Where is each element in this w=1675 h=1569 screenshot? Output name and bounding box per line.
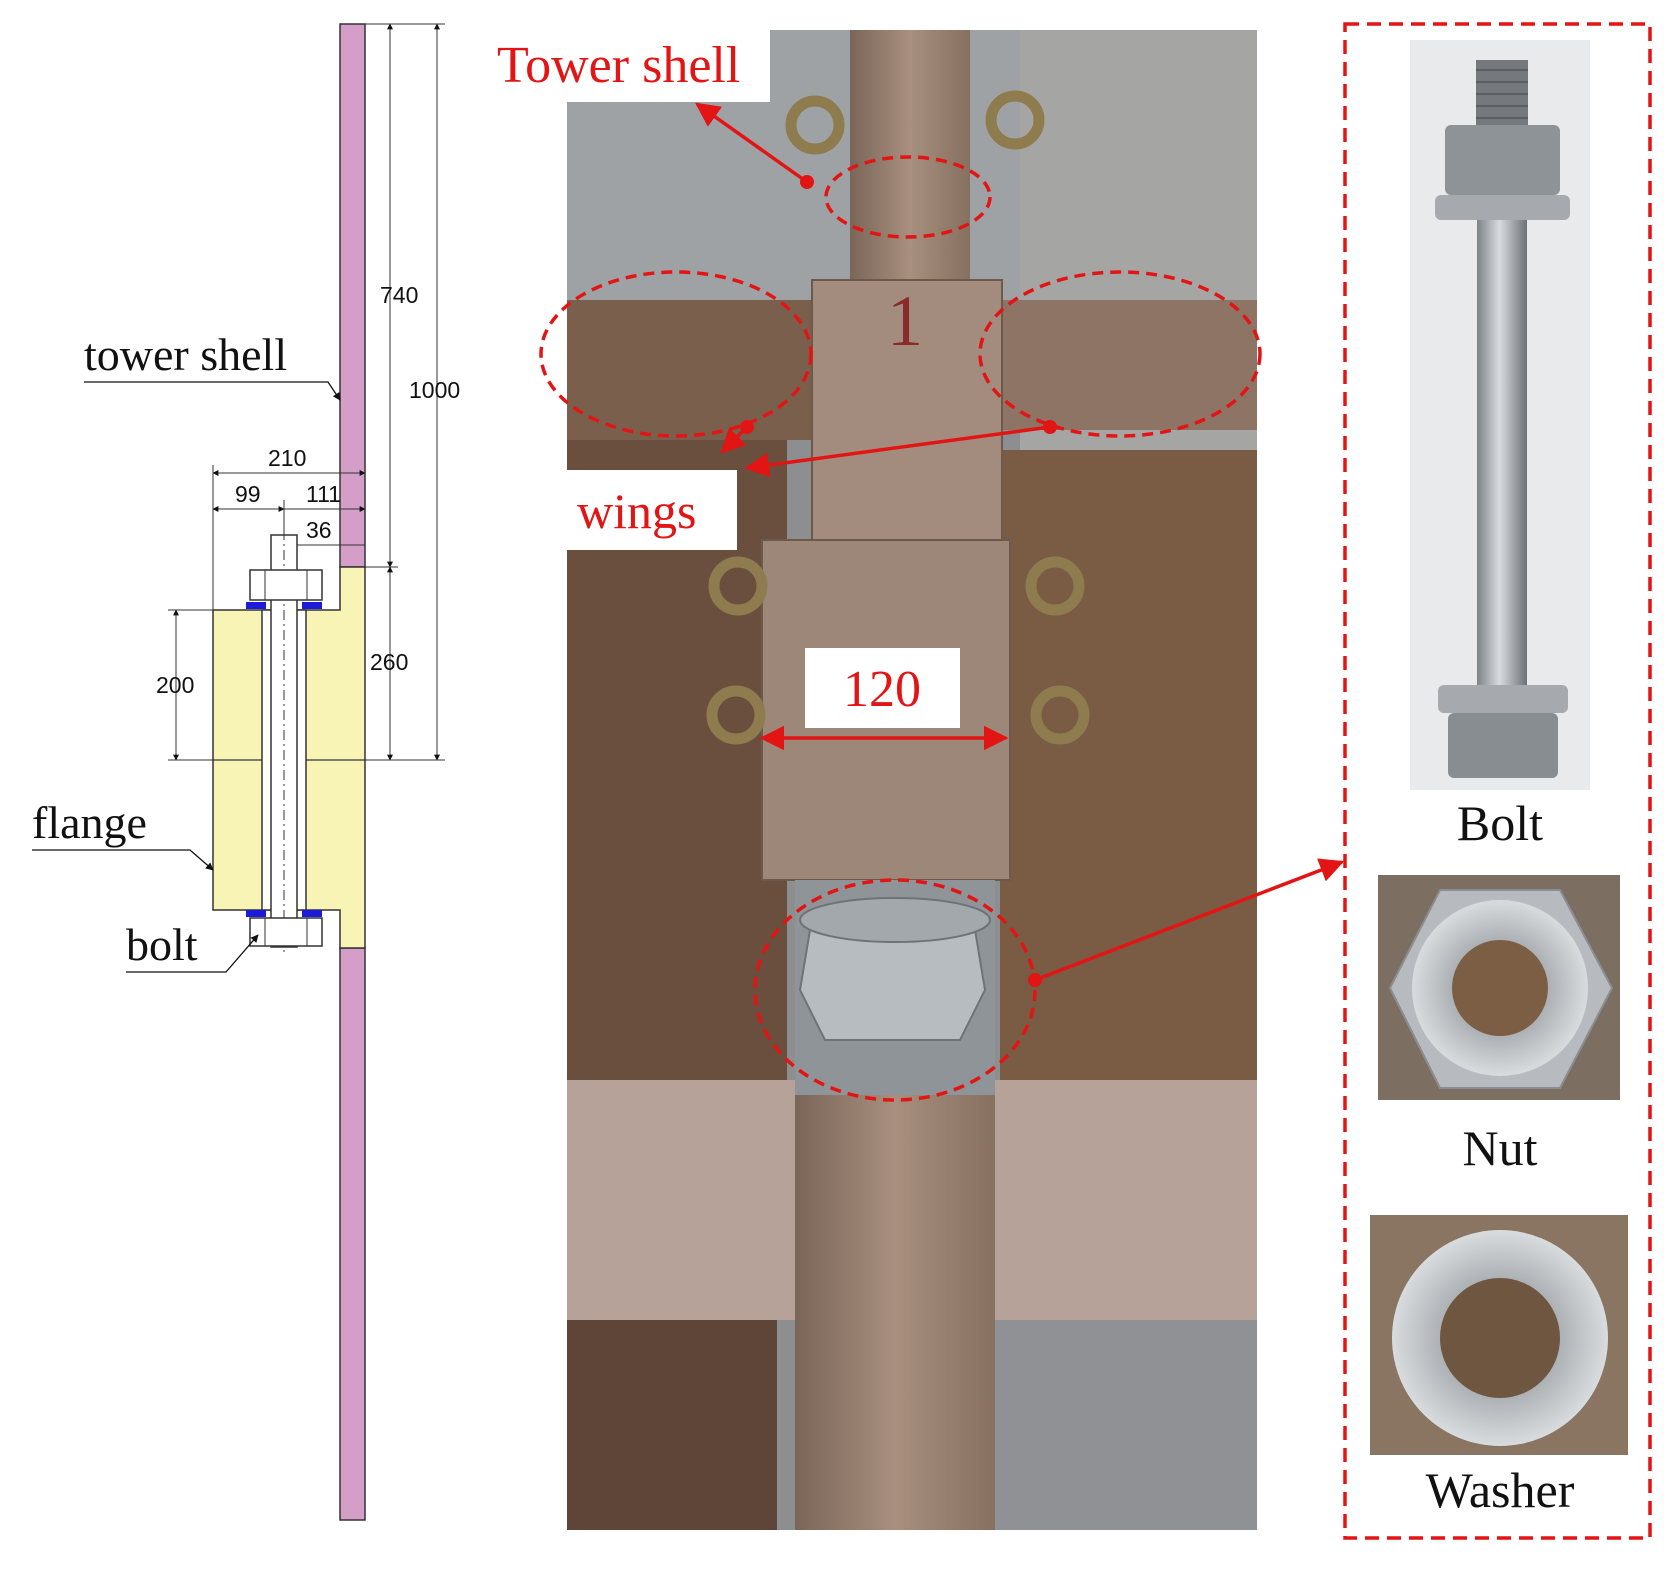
- label-bolt: bolt: [126, 919, 198, 970]
- components-panel: Bolt Nut Washer: [1343, 22, 1652, 1540]
- tower-shell-upper: [339, 23, 366, 568]
- bottom-nut: [249, 917, 323, 947]
- dim-36: 36: [306, 517, 332, 543]
- wing-left: [567, 300, 817, 440]
- dim-260: 260: [370, 649, 408, 675]
- specimen-number: 1: [887, 281, 923, 361]
- caption-washer: Washer: [1426, 1462, 1575, 1518]
- photo-annotations: Tower shell wings 120: [490, 30, 1345, 1102]
- dim-210: 210: [268, 445, 306, 471]
- caption-nut: Nut: [1463, 1120, 1538, 1176]
- dim-740: 740: [380, 282, 418, 308]
- wing-right: [1000, 300, 1257, 430]
- label-tower-shell: tower shell: [84, 329, 287, 380]
- washer-top: [246, 602, 266, 609]
- specimen-photo: 1: [567, 30, 1257, 1530]
- bolt-image: [1410, 40, 1590, 790]
- washer-image: [1370, 1215, 1628, 1455]
- washer-bottom: [246, 910, 266, 917]
- tower-shell-lower: [339, 947, 366, 1521]
- connection-drawing: 740 1000 210 99 111 36 200 260 tower she…: [32, 23, 460, 1521]
- dim-200: 200: [156, 672, 194, 698]
- dim-111: 111: [306, 481, 341, 507]
- photo-shell-strip: [850, 30, 970, 290]
- label-width-120: 120: [843, 661, 921, 718]
- label-photo-tower-shell: Tower shell: [497, 37, 740, 94]
- dim-99: 99: [235, 481, 261, 507]
- label-wings: wings: [577, 483, 696, 539]
- dim-1000: 1000: [409, 377, 460, 403]
- photo-flange-top: [811, 279, 1003, 541]
- label-flange: flange: [32, 797, 147, 848]
- caption-bolt: Bolt: [1457, 795, 1543, 851]
- eye-bolts: [706, 90, 1090, 745]
- nut-image: [1378, 875, 1620, 1100]
